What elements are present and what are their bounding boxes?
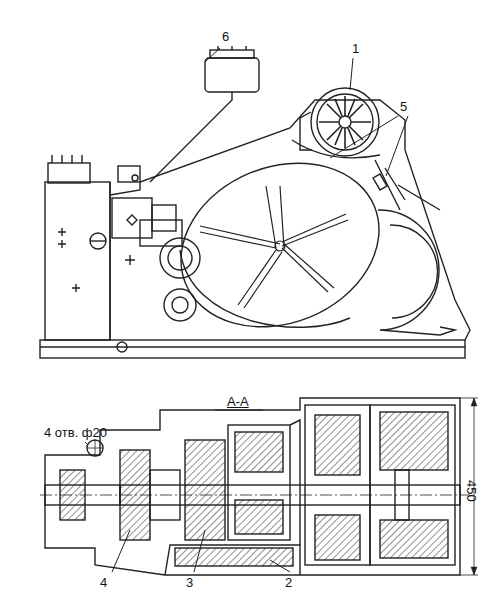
- circle-shape: [168, 246, 192, 270]
- circle-shape: [160, 238, 200, 278]
- rect-shape: [380, 520, 448, 558]
- path-shape: [390, 225, 438, 318]
- hole-note: 4 отв. ф20: [44, 426, 107, 439]
- path-shape: [72, 284, 80, 292]
- rect-shape: [48, 163, 90, 183]
- callout-number: 2: [285, 576, 292, 589]
- path-shape: [266, 186, 284, 248]
- path-shape: [200, 226, 280, 248]
- rect-shape: [395, 470, 409, 520]
- path-shape: [85, 442, 88, 445]
- leader-lines: [205, 48, 408, 176]
- leader-lines: [85, 442, 290, 572]
- path-shape: [150, 92, 232, 182]
- path-shape: [194, 530, 205, 572]
- path-shape: [270, 560, 290, 572]
- callout-number: 3: [186, 576, 193, 589]
- ellipse-shape: [156, 134, 404, 355]
- rect-shape: [118, 166, 140, 182]
- path-shape: [290, 420, 300, 545]
- circle-shape: [275, 241, 285, 251]
- circle-shape: [117, 342, 127, 352]
- callout-number: 5: [400, 100, 407, 113]
- circle-shape: [311, 88, 379, 156]
- path-shape: [350, 58, 353, 90]
- rect-shape: [305, 405, 370, 565]
- path-shape: [45, 398, 460, 575]
- circle-shape: [172, 297, 188, 313]
- rect-shape: [235, 432, 283, 472]
- rect-shape: [140, 220, 182, 246]
- callout-number: 4: [100, 576, 107, 589]
- section-label: А-А: [227, 395, 249, 408]
- path-shape: [460, 398, 478, 575]
- rect-shape: [228, 425, 290, 540]
- rect-shape: [315, 515, 360, 560]
- dimension-text: 450: [465, 480, 478, 502]
- rect-shape: [315, 415, 360, 475]
- side-view: [40, 46, 470, 358]
- path-shape: [112, 530, 130, 572]
- path-shape: [386, 116, 408, 176]
- rect-shape: [380, 412, 448, 470]
- path-shape: [292, 140, 380, 158]
- path-shape: [378, 210, 440, 335]
- callout-number: 1: [352, 42, 359, 55]
- path-shape: [87, 440, 103, 456]
- path-shape: [238, 250, 282, 308]
- g-shape: [200, 186, 348, 308]
- callout-number: 6: [222, 30, 229, 43]
- path-shape: [125, 255, 135, 265]
- path-shape: [218, 46, 246, 50]
- line-shape: [40, 495, 470, 496]
- path-shape: [165, 545, 300, 575]
- path-shape: [330, 116, 398, 158]
- path-shape: [52, 155, 82, 163]
- circle-shape: [90, 233, 106, 249]
- rect-shape: [112, 198, 152, 238]
- path-shape: [205, 48, 220, 62]
- path-shape: [398, 185, 440, 210]
- rect-shape: [40, 340, 465, 358]
- section-view: [40, 398, 478, 575]
- path-shape: [282, 244, 334, 292]
- rect-shape: [185, 440, 225, 540]
- circle-shape: [87, 440, 103, 456]
- path-shape: [300, 112, 312, 150]
- circle-shape: [132, 175, 138, 181]
- line-shape: [40, 346, 465, 347]
- path-shape: [375, 160, 405, 210]
- rect-shape: [373, 174, 387, 190]
- rect-shape: [370, 405, 455, 565]
- path-shape: [110, 100, 470, 340]
- rect-shape: [205, 58, 259, 92]
- path-shape: [319, 96, 371, 148]
- path-shape: [440, 327, 455, 335]
- path-shape: [90, 240, 106, 241]
- circle-shape: [317, 94, 373, 150]
- rect-shape: [152, 205, 176, 231]
- path-shape: [127, 215, 137, 225]
- g-shape: [319, 96, 371, 148]
- path-shape: [282, 214, 348, 246]
- path-shape: [58, 228, 66, 248]
- rect-shape: [45, 182, 110, 340]
